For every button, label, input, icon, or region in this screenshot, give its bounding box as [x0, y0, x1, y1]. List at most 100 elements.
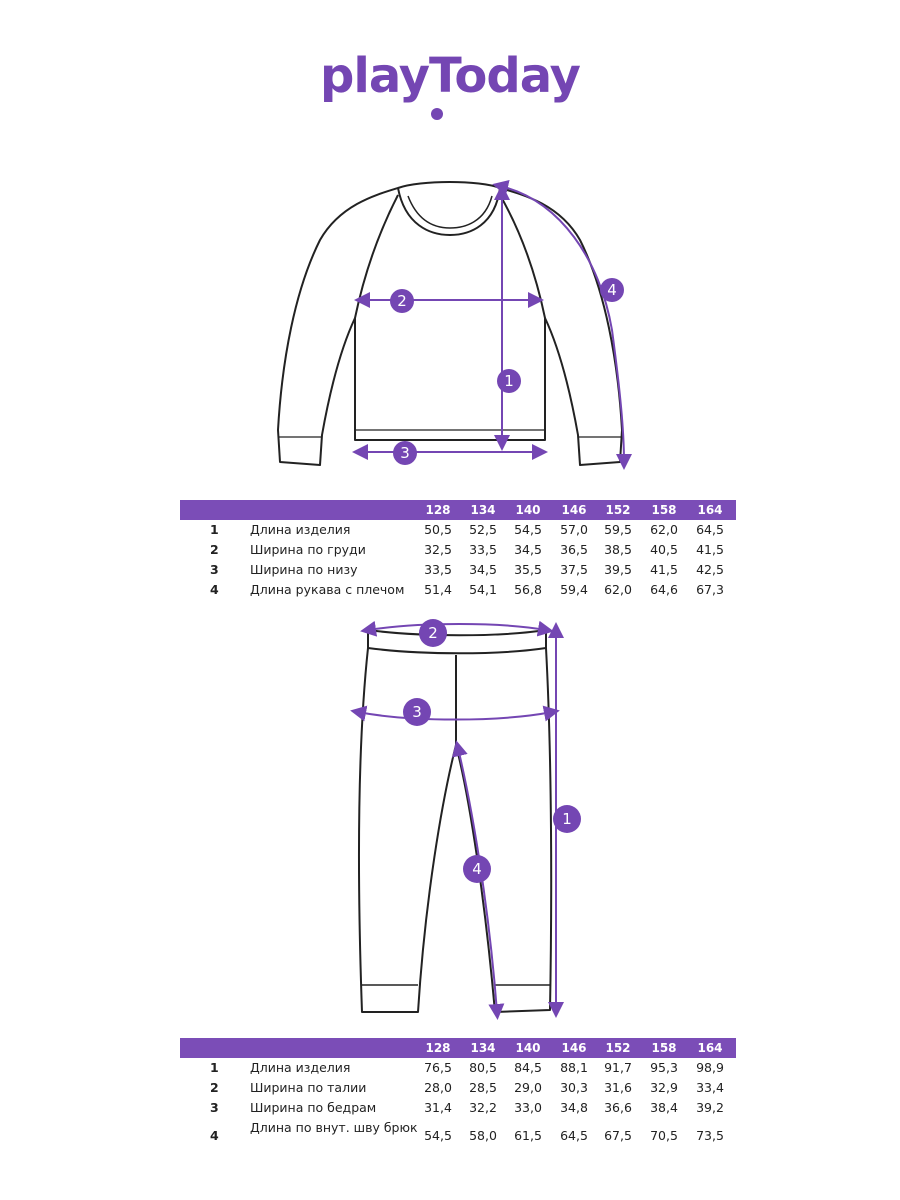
marker-2-badge — [390, 289, 414, 313]
size-col: 146 — [561, 503, 587, 517]
table-row: 2 Ширина по талии 28,0 28,5 29,0 30,3 31… — [180, 1080, 736, 1100]
size-col: 158 — [651, 1041, 677, 1055]
cell: 70,5 — [650, 1128, 678, 1143]
sweater-marker-2: 2 — [397, 292, 407, 310]
row-label: Длина рукава с плечом — [250, 582, 405, 597]
pants-marker-1: 1 — [562, 810, 572, 828]
size-col: 158 — [651, 503, 677, 517]
cell: 56,8 — [514, 582, 542, 597]
table-row: 4 Длина рукава с плечом 51,4 54,1 56,8 5… — [180, 582, 736, 602]
cell: 58,0 — [469, 1128, 497, 1143]
marker-1-badge — [497, 369, 521, 393]
row-number: 2 — [210, 542, 219, 557]
cell: 51,4 — [424, 582, 452, 597]
row-number: 3 — [210, 562, 219, 577]
cell: 67,5 — [604, 1128, 632, 1143]
cell: 80,5 — [469, 1060, 497, 1075]
size-col: 134 — [470, 1041, 496, 1055]
pants-badges: 1 2 3 4 — [403, 619, 581, 883]
logo-dot — [431, 108, 443, 120]
cell: 34,5 — [514, 542, 542, 557]
cell: 30,3 — [560, 1080, 588, 1095]
row-number: 4 — [210, 1128, 219, 1143]
marker-4-badge — [600, 278, 624, 302]
cell: 31,4 — [424, 1100, 452, 1115]
cell: 34,5 — [469, 562, 497, 577]
table-row: 4 Длина по внут. шву брюк 54,5 58,0 61,5… — [180, 1120, 736, 1156]
cell: 61,5 — [514, 1128, 542, 1143]
pants-drawing — [357, 629, 553, 1013]
cell: 39,5 — [604, 562, 632, 577]
cell: 32,2 — [469, 1100, 497, 1115]
cell: 73,5 — [696, 1128, 724, 1143]
sweater-measure-lines — [352, 180, 632, 470]
row-number: 4 — [210, 582, 219, 597]
table-row: 1 Длина изделия 76,5 80,5 84,5 88,1 91,7… — [180, 1060, 736, 1080]
row-label: Ширина по талии — [250, 1080, 367, 1095]
cell: 50,5 — [424, 522, 452, 537]
cell: 57,0 — [560, 522, 588, 537]
cell: 37,5 — [560, 562, 588, 577]
cell: 64,5 — [696, 522, 724, 537]
cell: 36,5 — [560, 542, 588, 557]
size-col: 164 — [697, 503, 723, 517]
cell: 91,7 — [604, 1060, 632, 1075]
brand-logo: playToday — [320, 48, 581, 104]
cell: 62,0 — [604, 582, 632, 597]
sweater-marker-3: 3 — [400, 444, 410, 462]
sweater-size-table: 128 1 3 4 140 146 152 158 164 1 Длина изде… — [180, 500, 736, 597]
cell: 59,5 — [604, 522, 632, 537]
cell: 38,5 — [604, 542, 632, 557]
row-number: 1 — [210, 522, 219, 537]
table-header: 128 134 140 146 152 158 164 — [180, 1038, 736, 1058]
cell: 95,3 — [650, 1060, 678, 1075]
row-number: 1 — [210, 1060, 219, 1075]
row-label: Длина по внут. шву брюк — [250, 1120, 418, 1135]
cell: 64,6 — [650, 582, 678, 597]
pants-size-table: 128 134 140 146 152 158 164 1 Длина изде… — [180, 1038, 736, 1143]
row-label: Длина изделия — [250, 522, 351, 537]
marker-3-badge — [393, 441, 417, 465]
table-row: 3 Ширина по бедрам 31,4 32,2 33,0 34,8 3… — [180, 1100, 736, 1120]
pants-marker-4: 4 — [472, 860, 482, 878]
cell: 28,5 — [469, 1080, 497, 1095]
size-col: 146 — [561, 1041, 587, 1055]
cell: 33,4 — [696, 1080, 724, 1095]
cell: 32,9 — [650, 1080, 678, 1095]
pants-marker-3: 3 — [412, 703, 422, 721]
cell: 42,5 — [696, 562, 724, 577]
table-row: 2 Ширина по груди 32,5 33,5 34,5 36,5 38… — [180, 542, 736, 562]
cell: 59,4 — [560, 582, 588, 597]
size-col: 128 — [425, 503, 451, 517]
cell: 32,5 — [424, 542, 452, 557]
cell: 33,5 — [424, 562, 452, 577]
cell: 54,5 — [424, 1128, 452, 1143]
cell: 88,1 — [560, 1060, 588, 1075]
table-row: 1 Длина изделия 50,5 52,5 54,5 57,0 59,5… — [180, 522, 736, 542]
cell: 52,5 — [469, 522, 497, 537]
size-col: 140 — [515, 503, 541, 517]
size-col: 152 — [605, 1041, 631, 1055]
cell: 28,0 — [424, 1080, 452, 1095]
row-number: 3 — [210, 1100, 219, 1115]
cell: 62,0 — [650, 522, 678, 537]
sweater-badges: 1 2 3 4 — [390, 278, 624, 465]
row-label: Ширина по низу — [250, 562, 358, 577]
cell: 31,6 — [604, 1080, 632, 1095]
cell: 35,5 — [514, 562, 542, 577]
cell: 76,5 — [424, 1060, 452, 1075]
cell: 36,6 — [604, 1100, 632, 1115]
cell: 67,3 — [696, 582, 724, 597]
cell: 39,2 — [696, 1100, 724, 1115]
cell: 54,1 — [469, 582, 497, 597]
cell: 33,5 — [469, 542, 497, 557]
cell: 34,8 — [560, 1100, 588, 1115]
size-col: 140 — [515, 1041, 541, 1055]
pants-marker-2: 2 — [428, 624, 438, 642]
table-row: 3 Ширина по низу 33,5 34,5 35,5 37,5 39,… — [180, 562, 736, 582]
size-col: 164 — [697, 1041, 723, 1055]
cell: 41,5 — [696, 542, 724, 557]
size-col: 152 — [605, 503, 631, 517]
size-col: 128 — [425, 1041, 451, 1055]
